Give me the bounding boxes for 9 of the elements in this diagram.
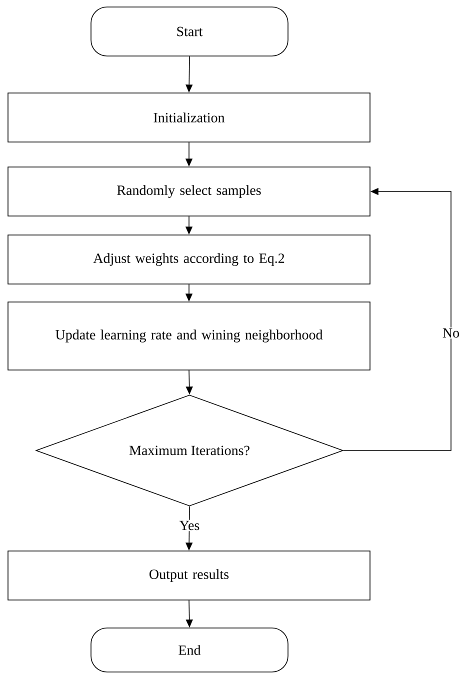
process-box: Output results — [8, 550, 370, 600]
process-box: Randomly select samples — [8, 166, 370, 216]
terminal-box: Start — [90, 6, 288, 56]
edge-label: Yes — [178, 520, 201, 532]
process-box: Adjust weights according to Eq.2 — [8, 234, 370, 284]
process-box: Update learning rate and wining neighborhood — [8, 302, 370, 370]
process-box: Initialization — [8, 92, 370, 142]
edge-label: No — [441, 327, 461, 339]
terminal-box: End — [90, 628, 288, 672]
